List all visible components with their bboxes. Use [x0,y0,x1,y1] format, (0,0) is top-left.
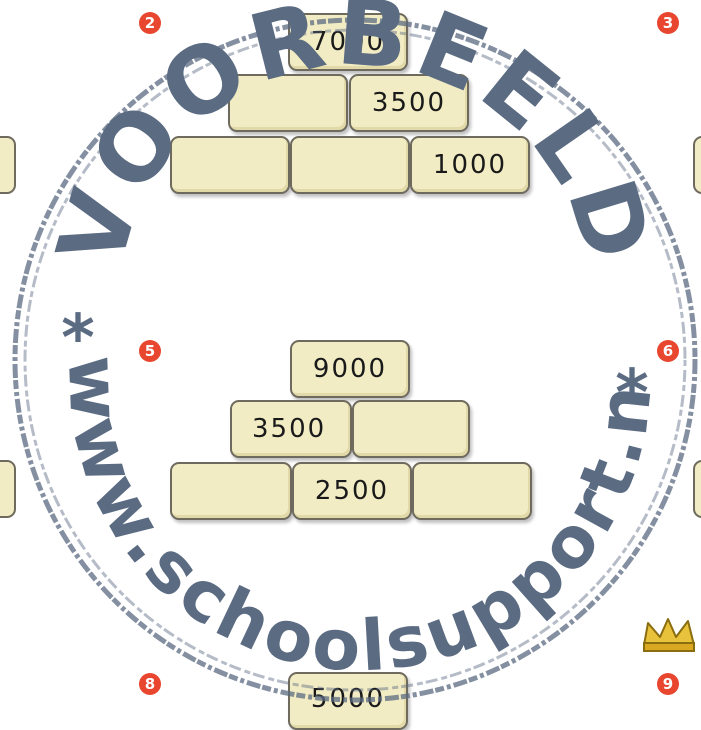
exercise-number-badge: 9 [657,673,679,695]
pyramid-bottom-middle-stone[interactable]: 2500 [292,462,412,520]
exercise-number-badge: 2 [139,12,161,34]
crown-icon [643,618,695,652]
pyramid-middle-left-stone[interactable] [228,74,348,132]
exercise-number-badge: 5 [139,340,161,362]
pyramid-bottom-middle-stone[interactable] [290,136,410,194]
partial-stone [0,136,16,194]
pyramid-top-stone[interactable]: 5000 [288,672,408,730]
exercise-number-badge: 8 [139,673,161,695]
pyramid-bottom-left-stone[interactable] [170,136,290,194]
partial-stone [693,136,701,194]
watermark-star-left: * [61,302,94,376]
partial-stone [0,460,16,518]
pyramid-middle-right-stone[interactable]: 3500 [349,74,469,132]
watermark-star-right: * [615,357,648,431]
pyramid-bottom-right-stone[interactable] [412,462,532,520]
exercise-number-badge: 6 [657,340,679,362]
pyramid-top-stone[interactable]: 7000 [288,13,408,71]
pyramid-middle-right-stone[interactable] [352,400,470,458]
pyramid-top-stone[interactable]: 9000 [290,340,410,398]
pyramid-bottom-left-stone[interactable] [170,462,292,520]
partial-stone [693,460,701,518]
pyramid-middle-left-stone[interactable]: 3500 [230,400,352,458]
pyramid-bottom-right-stone[interactable]: 1000 [410,136,530,194]
exercise-number-badge: 3 [657,12,679,34]
